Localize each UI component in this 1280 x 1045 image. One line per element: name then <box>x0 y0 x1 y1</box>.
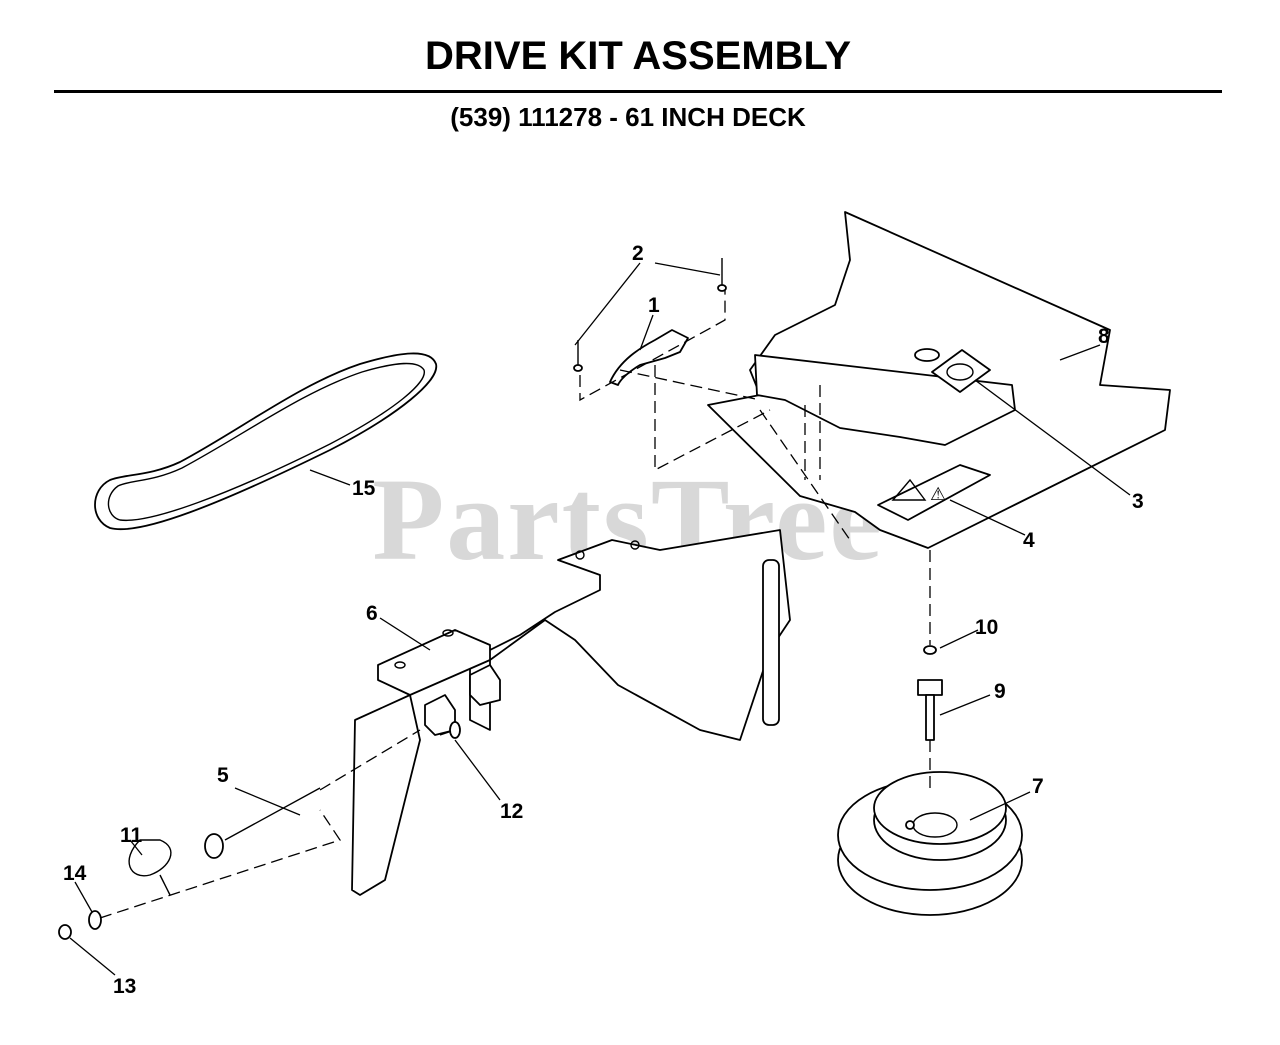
callout-13: 13 <box>113 975 136 998</box>
v-belt-icon <box>94 352 438 531</box>
page-subtitle: (539) 111278 - 61 INCH DECK <box>450 102 806 132</box>
callout-8: 8 <box>1098 325 1110 348</box>
latch-icon <box>609 329 689 386</box>
leader-lines <box>69 262 1131 976</box>
callout-12: 12 <box>500 800 523 823</box>
callout-6: 6 <box>366 602 378 625</box>
callout-7: 7 <box>1032 775 1044 798</box>
hair-pin-clip-icon <box>128 839 172 896</box>
hitch-pin-icon <box>204 787 321 859</box>
callout-11: 11 <box>120 824 143 847</box>
callout-10: 10 <box>975 616 998 639</box>
page-title: DRIVE KIT ASSEMBLY <box>425 34 851 78</box>
drive-bracket-icon <box>351 529 791 896</box>
callouts: 1 2 3 4 5 6 7 8 9 10 11 12 13 14 15 <box>63 242 1144 998</box>
callout-2: 2 <box>632 242 644 265</box>
callout-15: 15 <box>352 477 376 500</box>
assembly-lines <box>99 290 931 919</box>
title-rule <box>54 90 1222 93</box>
callout-14: 14 <box>63 862 87 885</box>
callout-9: 9 <box>994 680 1006 703</box>
callout-4: 4 <box>1023 529 1035 552</box>
svg-text:⚠: ⚠ <box>930 484 946 505</box>
callout-5: 5 <box>217 764 229 787</box>
decal-icon: ⚠ <box>877 464 991 521</box>
washer-icon <box>88 910 102 930</box>
callout-1: 1 <box>648 294 660 317</box>
idler-pulley-icon <box>837 771 1023 916</box>
rivet-icon <box>573 258 727 372</box>
pulley-cover-shield-icon <box>754 348 1016 446</box>
hex-nut-icon <box>58 924 72 940</box>
callout-3: 3 <box>1132 490 1144 513</box>
spacer-bolt-icon <box>917 645 943 741</box>
carriage-bolt-icon <box>439 721 461 739</box>
